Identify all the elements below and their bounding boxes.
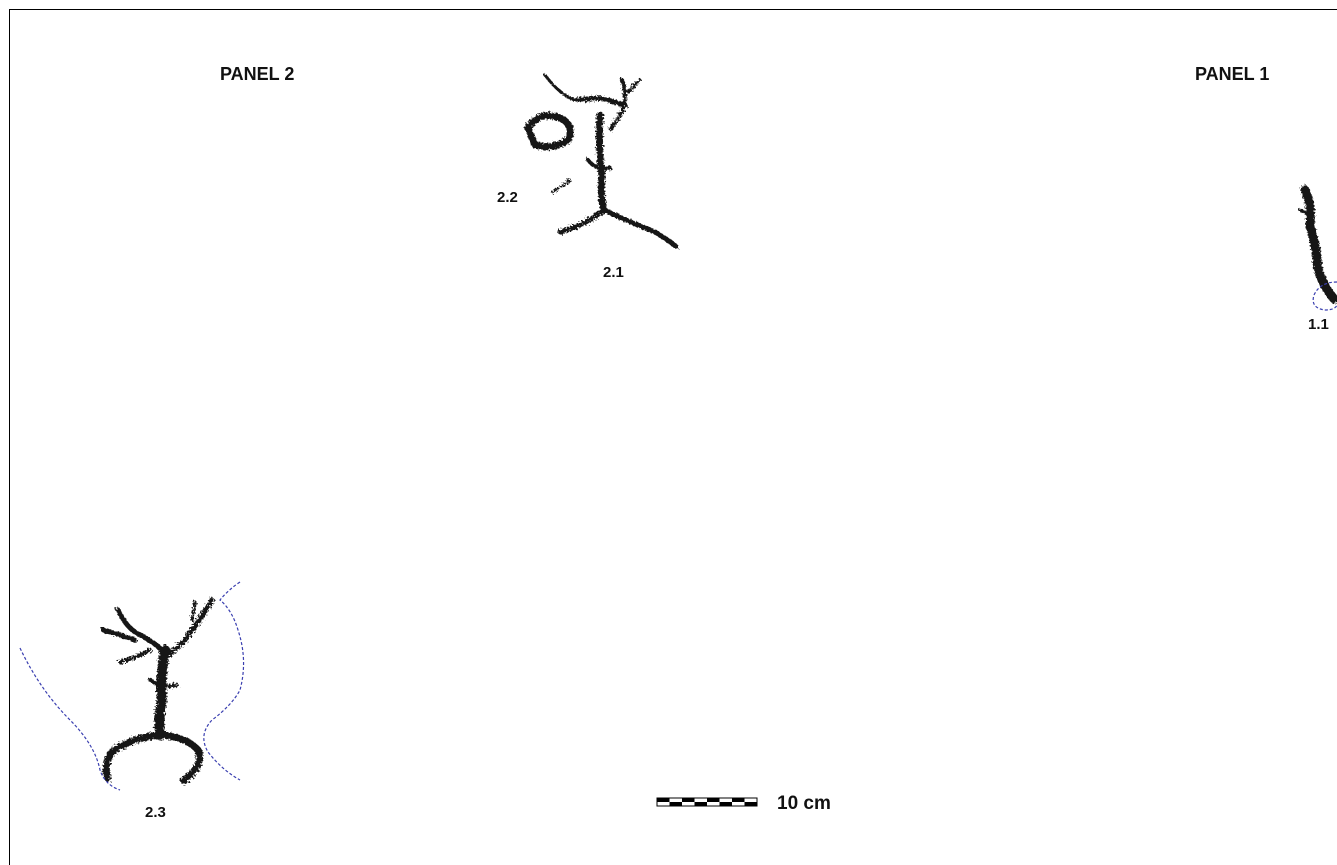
- figure-label-2-2: 2.2: [497, 189, 518, 206]
- scale-bar-segment: [744, 798, 757, 802]
- panel-1-title: PANEL 1: [1195, 64, 1270, 84]
- scale-bar-segment: [719, 802, 732, 806]
- scale-bar-segment: [719, 798, 732, 802]
- figure-2-1-glyph: [524, 73, 681, 251]
- figure-label-2-3: 2.3: [145, 804, 166, 821]
- figure-label-2-1: 2.1: [603, 264, 624, 281]
- scale-bar: [656, 797, 758, 807]
- scale-bar-segment: [657, 798, 670, 802]
- scale-bar-segment: [694, 798, 707, 802]
- scale-bar-segment: [682, 802, 695, 806]
- figure-label-1-1: 1.1: [1308, 316, 1329, 333]
- figure-2-3-rock-outline: [19, 581, 245, 791]
- scale-bar-segment: [707, 798, 720, 802]
- scale-bar-segment: [657, 802, 670, 806]
- plate-frame: [9, 9, 1337, 865]
- figure-1-1-glyph: [1298, 185, 1337, 305]
- scale-bar-segment: [707, 802, 720, 806]
- figure-2-3-glyph: [100, 597, 215, 786]
- scale-bar-segment: [682, 798, 695, 802]
- scale-bar-segment: [669, 798, 682, 802]
- scale-bar-segment: [744, 802, 757, 806]
- scale-bar-segment: [694, 802, 707, 806]
- scale-bar-segment: [669, 802, 682, 806]
- scale-bar-segment: [732, 802, 745, 806]
- scale-bar-segment: [732, 798, 745, 802]
- panel-2-title: PANEL 2: [220, 64, 295, 84]
- scale-bar-border: [656, 797, 758, 807]
- scale-bar-label: 10 cm: [777, 793, 831, 814]
